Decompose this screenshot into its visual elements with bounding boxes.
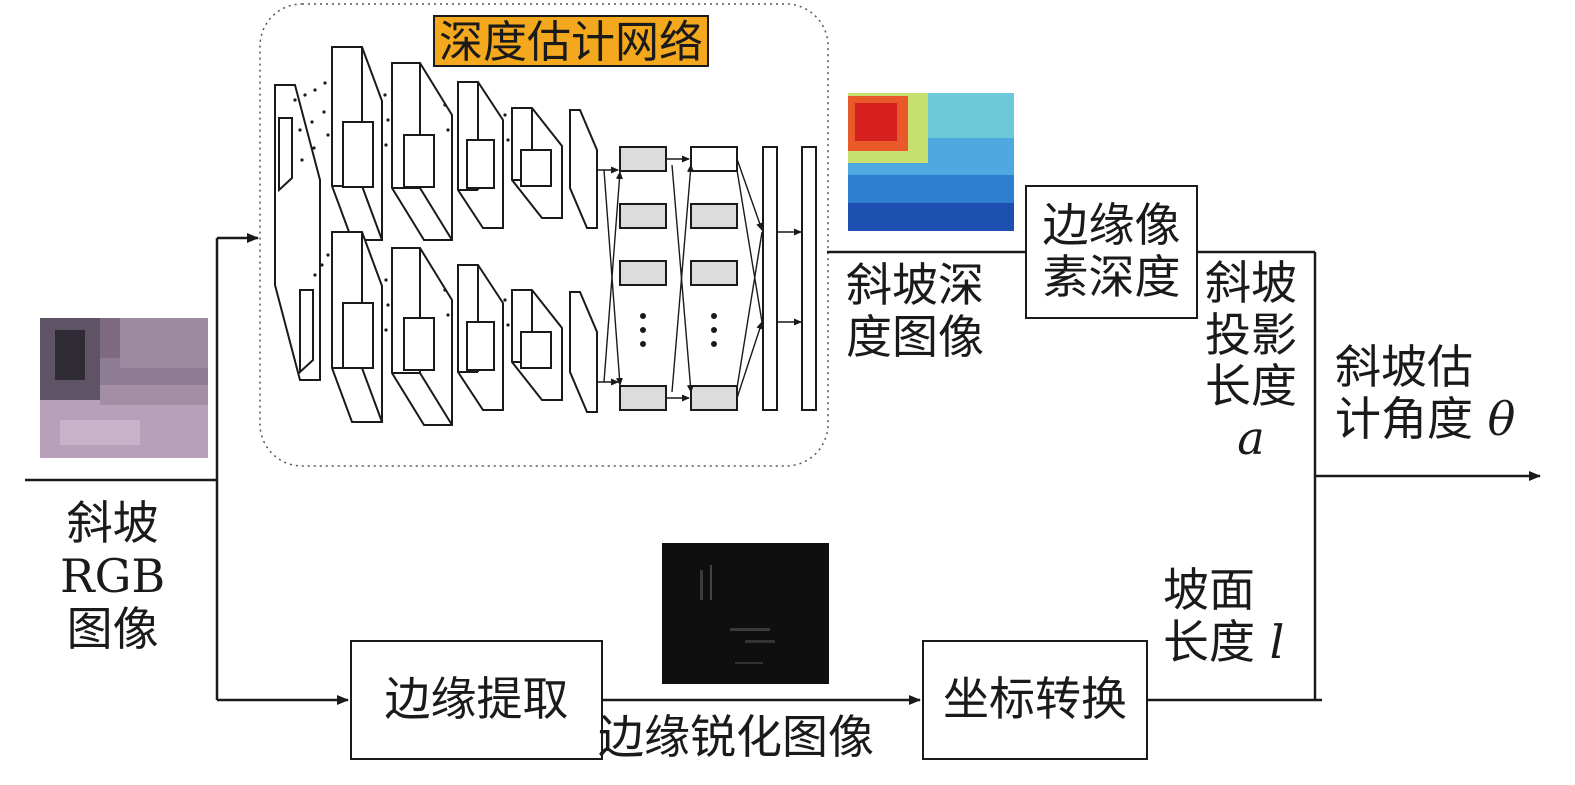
result-label-line2: 计角度 [1335, 391, 1473, 446]
result-label-line1: 斜坡估 [1335, 340, 1473, 394]
fc-layer-1 [619, 146, 667, 411]
result-label-line2-row: 计角度 θ [1335, 391, 1516, 446]
edge-extract-box: 边缘提取 [350, 640, 603, 760]
coord-transform-box: 坐标转换 [922, 640, 1148, 760]
edge-image-label: 边缘锐化图像 [598, 710, 874, 764]
slope-length-label-var: l [1269, 614, 1285, 669]
cnn-branch-top [274, 46, 598, 381]
cnn-dot-connections [293, 81, 510, 332]
input-label: 斜坡 RGB 图像 [60, 497, 165, 656]
slope-length-label: 坡面 长度 l [1163, 563, 1285, 669]
result-label-var: θ [1487, 391, 1516, 446]
rgb-slope-image [40, 318, 208, 458]
network-container [259, 3, 829, 467]
depth-image-label: 斜坡深 度图像 [846, 258, 984, 364]
depth-map-image [848, 93, 1014, 231]
projection-label-line1: 斜坡 [1205, 256, 1297, 310]
projection-label-line2: 投影 [1205, 307, 1297, 362]
input-label-line1: 斜坡 [66, 496, 159, 550]
edge-image [662, 543, 829, 684]
projection-label: 斜坡 投影 长度 a [1205, 256, 1297, 465]
fc-connections [597, 155, 802, 402]
fc-layer-2 [690, 146, 738, 411]
result-label: 斜坡估 计角度 θ [1335, 340, 1516, 446]
edge-depth-box: 边缘像 素深度 [1025, 185, 1198, 319]
edge-depth-box-line1: 边缘像 [1042, 198, 1181, 253]
slope-length-label-line2-row: 长度 l [1163, 614, 1285, 669]
input-label-line2: RGB [60, 548, 166, 603]
fc-output-bars [762, 146, 817, 411]
projection-label-line3: 长度 [1205, 359, 1297, 414]
slope-length-label-line1: 坡面 [1163, 563, 1255, 617]
flow-lines [25, 233, 1541, 705]
projection-label-var: a [1237, 410, 1265, 465]
depth-image-label-line2: 度图像 [846, 309, 984, 364]
edge-depth-box-line2: 素深度 [1042, 250, 1181, 304]
depth-image-label-line1: 斜坡深 [846, 258, 984, 312]
slope-length-label-line2: 长度 [1163, 614, 1255, 669]
network-title: 深度估计网络 [433, 15, 709, 67]
cnn-branch-bottom [299, 231, 598, 426]
input-label-line3: 图像 [66, 601, 159, 656]
